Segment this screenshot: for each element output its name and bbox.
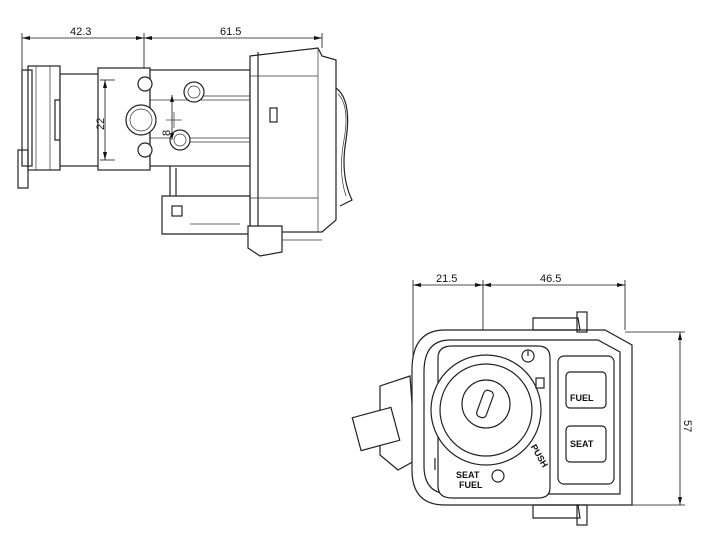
lock-icon <box>535 377 545 389</box>
seat-button-label: SEAT <box>570 439 594 449</box>
bracket-body <box>125 69 251 167</box>
fuel-label: FUEL <box>459 480 483 490</box>
top-dim-61-5: 61.5 <box>220 26 241 38</box>
top-dim-42-3: 42.3 <box>70 26 91 38</box>
power-icon <box>521 349 535 363</box>
top-dim-8: 8 <box>161 130 173 136</box>
bottom-wiring <box>161 166 322 257</box>
side-connector <box>351 375 417 471</box>
ignition-panel <box>430 345 551 499</box>
seat-label: SEAT <box>456 470 480 480</box>
front-dim-57: 57 <box>681 420 693 432</box>
fuel-button-label: FUEL <box>570 393 594 403</box>
top-dim-22: 22 <box>95 118 107 130</box>
button-panel <box>557 355 615 485</box>
connector-housing <box>17 65 70 189</box>
front-dim-21-5: 21.5 <box>436 273 457 285</box>
front-dim-46-5: 46.5 <box>540 273 561 285</box>
switch-housing <box>249 47 353 233</box>
top-view: 42.3 61.5 22 <box>17 26 353 257</box>
front-view: 21.5 46.5 57 P <box>351 273 693 526</box>
